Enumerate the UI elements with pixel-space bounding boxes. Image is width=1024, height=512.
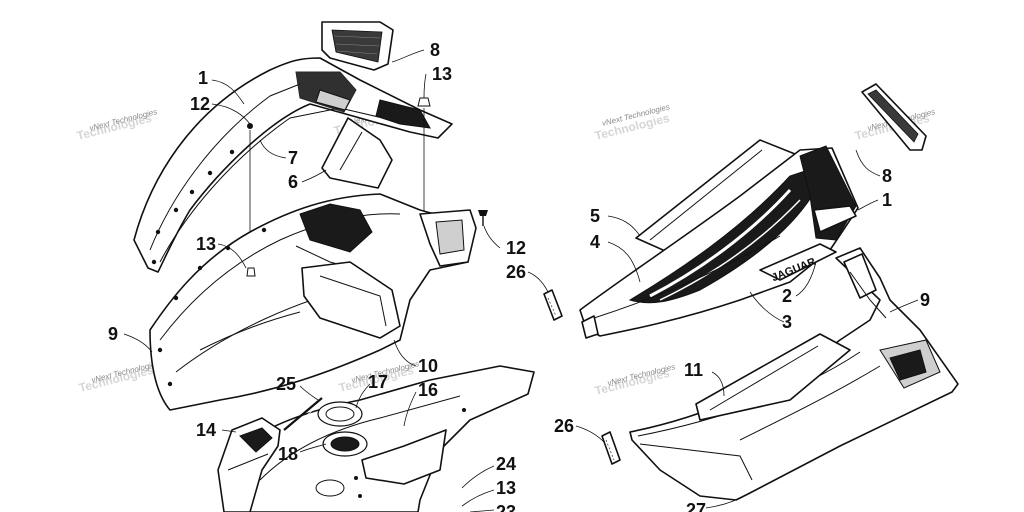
callout-label: 12 — [190, 94, 210, 114]
callout-label: 11 — [684, 360, 703, 380]
upper-hood-left — [133, 57, 453, 273]
callout-label: 9 — [108, 324, 118, 344]
callout-label: 14 — [196, 420, 216, 440]
callout-label: 23 — [496, 502, 516, 512]
callout-label: 13 — [496, 478, 516, 498]
bottom-pan — [235, 365, 535, 512]
callout-label: 6 — [288, 172, 298, 192]
callout-label: 4 — [590, 232, 600, 252]
clip-26-upper — [543, 289, 563, 321]
callout-label: 10 — [418, 356, 438, 376]
callout-label: 16 — [418, 380, 438, 400]
callout-label: 9 — [920, 290, 930, 310]
callout-label: 26 — [506, 262, 526, 282]
bracket-14 — [217, 417, 281, 512]
rod-25 — [283, 397, 326, 433]
callout-label: 2 — [782, 286, 792, 306]
callout-label: 18 — [278, 444, 298, 464]
callout-label: 1 — [882, 190, 892, 210]
callout-label: 17 — [368, 372, 388, 392]
watermark: Technologies vNext Technologies — [77, 359, 160, 395]
panel-part11 — [695, 333, 851, 421]
watermark: Technologies vNext Technologies — [75, 107, 158, 143]
callout-label: 3 — [782, 312, 792, 332]
air-duct-part10 — [301, 261, 401, 339]
callouts: 1 12 8 13 7 6 13 12 9 10 25 17 16 14 18 … — [108, 40, 930, 512]
upper-hood-right: JAGUAR — [579, 145, 859, 339]
vent-grille-left — [321, 21, 394, 71]
callout-label: 8 — [430, 40, 440, 60]
leader-lines — [123, 49, 919, 512]
callout-label: 13 — [196, 234, 216, 254]
side-panel-part6 — [321, 117, 393, 189]
callout-label: 24 — [496, 454, 516, 474]
screw-12-lower — [478, 210, 488, 226]
callout-label: 8 — [882, 166, 892, 186]
callout-label: 26 — [554, 416, 574, 436]
callout-label: 12 — [506, 238, 526, 258]
callout-label: 27 — [686, 500, 706, 512]
vent-grille-right — [861, 83, 927, 151]
callout-label: 7 — [288, 148, 298, 168]
clip-26-lower — [601, 431, 621, 465]
callout-label: 13 — [432, 64, 452, 84]
callout-label: 25 — [276, 374, 296, 394]
watermark: Technologies vNext Technologies — [593, 102, 671, 143]
watermark: Technologies vNext Technologies — [593, 362, 676, 398]
callout-label: 5 — [590, 206, 600, 226]
callout-label: 1 — [198, 68, 208, 88]
